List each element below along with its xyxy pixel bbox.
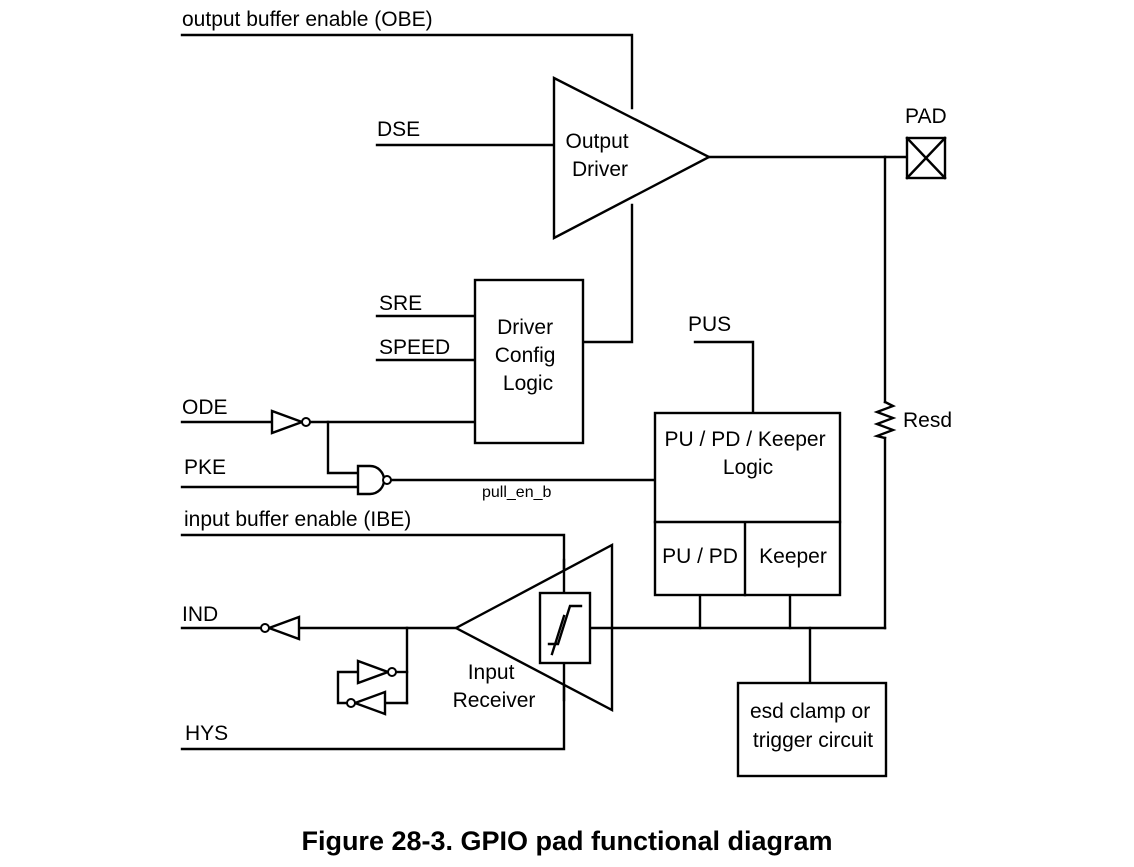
resd-label: Resd: [903, 409, 952, 432]
driver-config-box: [473, 278, 585, 445]
output-driver-label-line2: Driver: [572, 158, 628, 181]
wires: [180, 33, 909, 751]
latch-inverter-bottom: [351, 690, 387, 716]
resd-resistor: [872, 400, 897, 440]
sre-label: SRE: [379, 292, 422, 315]
pu-pd-keeper-box: [653, 411, 842, 597]
schmitt-trigger-box: [538, 591, 592, 665]
driver-config-label: Driver Config Logic: [495, 316, 562, 395]
ibe-wire: [180, 533, 566, 595]
nand-gate: [356, 464, 386, 496]
input-receiver-label-line2: Receiver: [453, 689, 536, 712]
pu-pd-keeper-divider: [653, 520, 842, 597]
ode-inverter-bubble: [301, 417, 311, 427]
ind-label: IND: [182, 603, 218, 626]
pad-cross: [905, 136, 947, 180]
ode-inverter: [270, 409, 306, 435]
pus-wire: [693, 340, 755, 415]
obe-label: output buffer enable (OBE): [182, 8, 433, 31]
driver-config-label-line2: Config: [495, 344, 556, 367]
output-driver-label: Output Driver: [566, 130, 635, 181]
ind-inverter-bubble: [260, 623, 270, 633]
pu-pd-keeper-label: PU / PD / Keeper Logic: [665, 428, 832, 479]
ode-to-nand-wire: [326, 420, 360, 475]
latch-inverter-top: [356, 659, 392, 685]
figure-caption: Figure 28-3. GPIO pad functional diagram: [301, 826, 833, 856]
input-receiver-label-line1: Input: [468, 661, 515, 684]
latch-left-wire: [336, 670, 360, 705]
esd-clamp-label: esd clamp or trigger circuit: [750, 700, 876, 752]
hys-label: HYS: [185, 722, 228, 745]
output-driver-triangle: [552, 76, 712, 240]
output-driver-label-line1: Output: [566, 130, 629, 153]
ode-label: ODE: [182, 396, 228, 419]
pad-label: PAD: [905, 105, 947, 128]
pke-label: PKE: [184, 456, 226, 479]
latch-inverter-top-bubble: [387, 667, 397, 677]
pull-en-b-label: pull_en_b: [482, 484, 552, 501]
speed-label: SPEED: [379, 336, 450, 359]
nand-gate-bubble: [382, 475, 392, 485]
driver-config-label-line1: Driver: [497, 316, 553, 339]
pu-pd-keeper-label-line1: PU / PD / Keeper: [665, 428, 826, 451]
latch-inverter-bottom-bubble: [346, 698, 356, 708]
pus-label: PUS: [688, 313, 731, 336]
input-receiver-label: Input Receiver: [453, 661, 536, 712]
dse-label: DSE: [377, 118, 420, 141]
driver-config-label-line3: Logic: [503, 372, 553, 395]
ind-inverter: [265, 615, 301, 641]
esd-clamp-box: [736, 681, 888, 778]
pu-pd-keeper-label-line2: Logic: [723, 456, 773, 479]
ibe-label: input buffer enable (IBE): [184, 508, 411, 531]
esd-clamp-label-line2: trigger circuit: [753, 729, 873, 752]
schmitt-trigger-icon: [547, 604, 583, 656]
obe-wire: [180, 33, 634, 110]
esd-clamp-label-line1: esd clamp or: [750, 700, 870, 723]
keeper-label: Keeper: [759, 545, 827, 568]
config-to-driver-wire: [581, 203, 634, 344]
pu-pd-label: PU / PD: [662, 545, 738, 568]
